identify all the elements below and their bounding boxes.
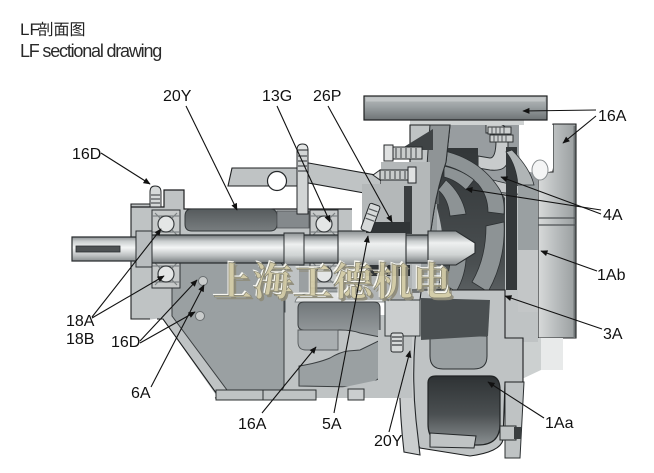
svg-text:1Ab: 1Ab [597, 267, 626, 284]
svg-text:1Aa: 1Aa [545, 415, 574, 432]
svg-text:18B: 18B [66, 331, 94, 348]
svg-text:3A: 3A [603, 326, 623, 343]
svg-text:18A: 18A [66, 313, 95, 330]
svg-text:16D: 16D [111, 334, 140, 351]
svg-text:20Y: 20Y [374, 433, 403, 450]
svg-text:5A: 5A [322, 416, 342, 433]
svg-text:26P: 26P [313, 88, 341, 105]
svg-text:6A: 6A [131, 385, 151, 402]
svg-text:16A: 16A [598, 108, 627, 125]
svg-text:13G: 13G [262, 88, 292, 105]
svg-text:16A: 16A [238, 416, 267, 433]
svg-text:LF: LF [20, 20, 40, 39]
svg-text:16D: 16D [72, 146, 101, 163]
svg-text:20Y: 20Y [163, 88, 192, 105]
svg-text:4A: 4A [603, 207, 623, 224]
svg-text:LF sectional drawing: LF sectional drawing [20, 41, 161, 61]
